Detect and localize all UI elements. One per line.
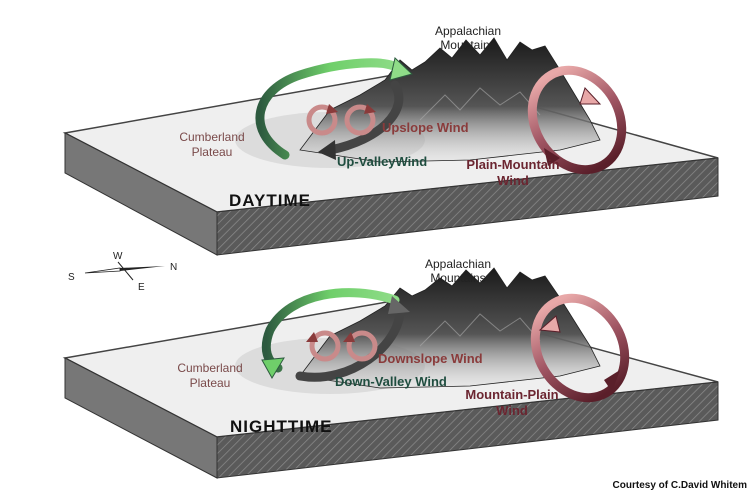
daytime-plateau-label-2: Plateau (192, 145, 233, 159)
compass-rose: W N S E (68, 251, 177, 293)
daytime-plateau-label-1: Cumberland (179, 130, 244, 144)
compass-north-label: N (170, 262, 177, 273)
daytime-plain-mountain-wind-label-2: Wind (497, 173, 529, 188)
daytime-slab-left (64, 132, 218, 256)
compass-west-label: W (113, 251, 123, 262)
nighttime-panel: Appalachian Mountains Cumberland Plateau… (62, 257, 719, 479)
daytime-plain-mountain-wind-arrow (527, 65, 627, 175)
nighttime-slab-left (64, 357, 218, 479)
nighttime-mountains-label-2: Mountains (430, 271, 485, 285)
compass-east-label: E (138, 282, 145, 293)
daytime-upslope-wind-arrows (306, 104, 376, 136)
daytime-upslope-wind-label: Upslope Wind (382, 120, 469, 135)
nighttime-down-valley-wind-label: Down-Valley Wind (335, 374, 447, 389)
nighttime-mountain-plain-wind-label-2: Wind (496, 403, 528, 418)
nighttime-mountain-plain-wind-arrow (530, 293, 630, 403)
daytime-up-valley-wind-arrow (255, 57, 413, 160)
daytime-title: DAYTIME (229, 191, 311, 210)
nighttime-plateau-label-2: Plateau (190, 376, 231, 390)
nighttime-title: NIGHTTIME (230, 417, 333, 436)
nighttime-downslope-wind-label: Downslope Wind (378, 351, 483, 366)
compass-needle-north (120, 266, 165, 271)
nighttime-mountains-label-1: Appalachian (425, 257, 491, 271)
nighttime-downslope-wind-arrows (306, 330, 378, 362)
nighttime-mountain-plain-wind-label-1: Mountain-Plain (465, 387, 558, 402)
daytime-panel: Appalachian Mountains Cumberland Plateau… (62, 24, 719, 256)
compass-south-label: S (68, 272, 75, 283)
daytime-up-valley-wind-label: Up-ValleyWind (337, 154, 427, 169)
nighttime-plateau-label-1: Cumberland (177, 361, 242, 375)
daytime-mountains-label-1: Appalachian (435, 24, 501, 38)
daytime-mountains-label-2: Mountains (440, 38, 495, 52)
daytime-plain-mountain-wind-label-1: Plain-Mountain (466, 157, 559, 172)
image-credit: Courtesy of C.David Whitem (613, 480, 748, 491)
compass-needle-south (84, 267, 121, 274)
